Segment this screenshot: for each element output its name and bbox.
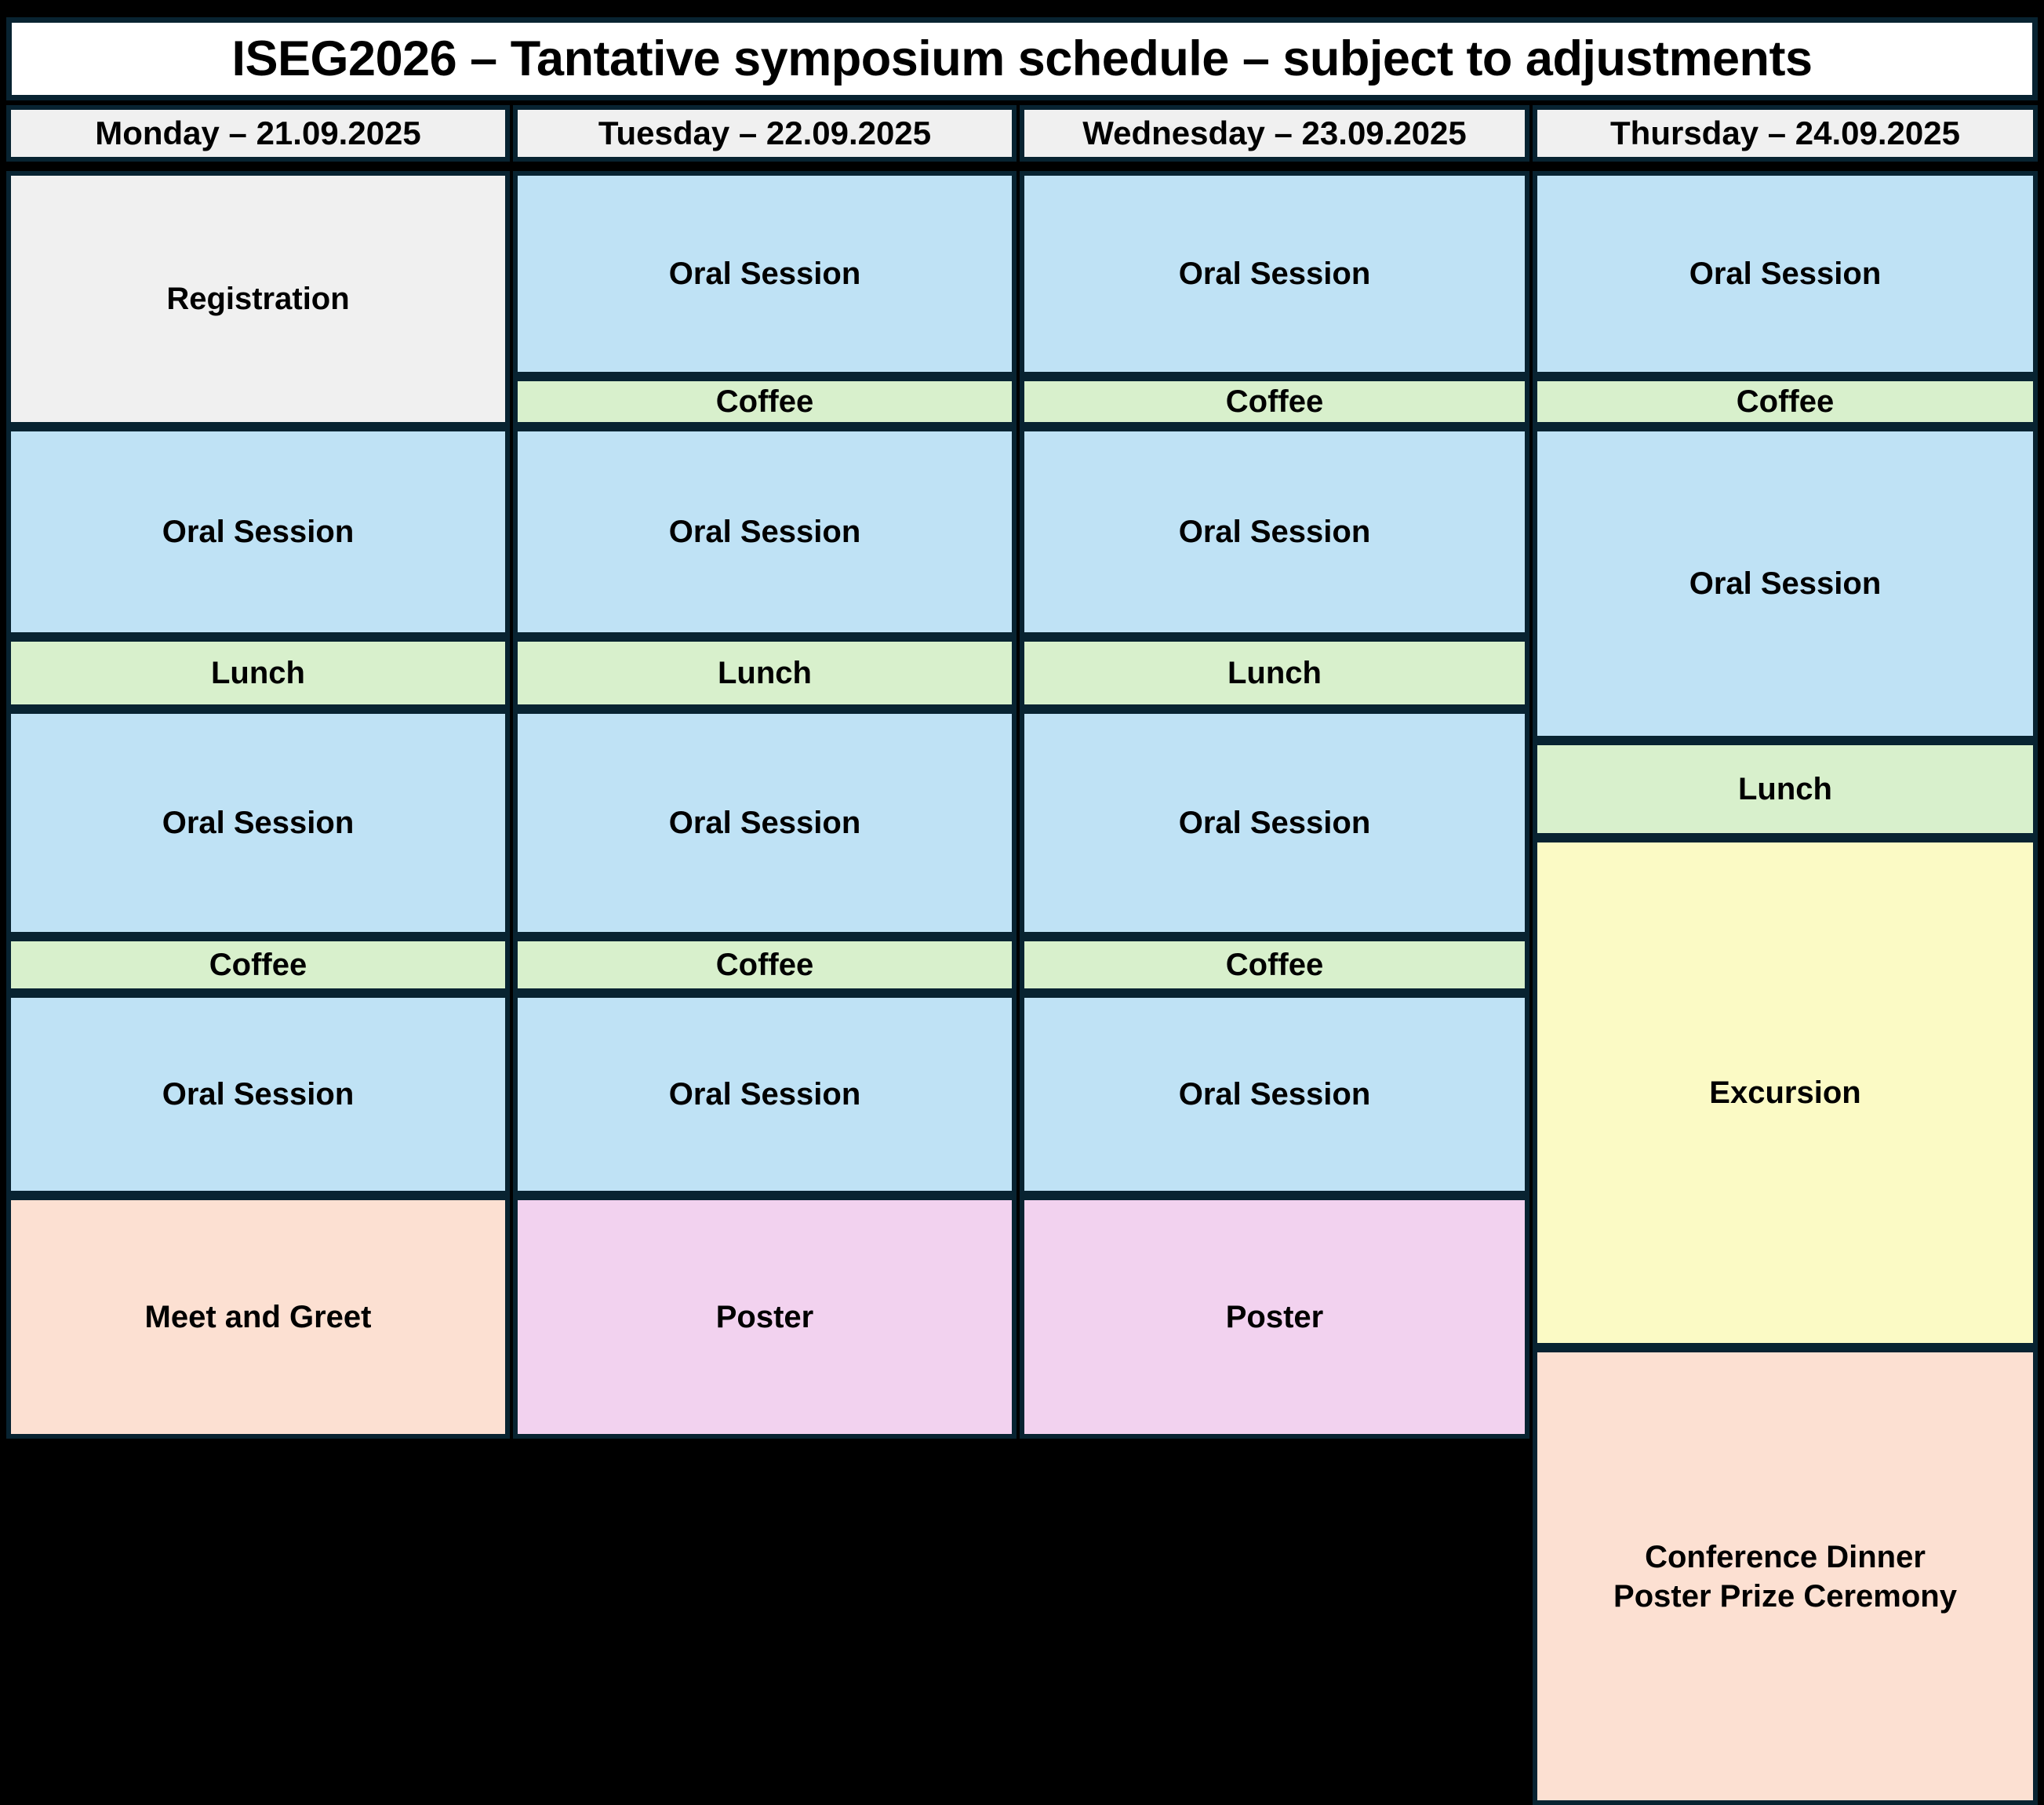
cell-label: Lunch — [211, 656, 305, 690]
cell-label: Excursion — [1709, 1075, 1861, 1110]
cell-label: Oral Session — [162, 515, 355, 549]
cell-label: Oral Session — [162, 806, 355, 840]
cell-label: Lunch — [718, 656, 812, 690]
cell-label: Oral Session — [668, 257, 861, 291]
schedule-cell-thursday-oral-1[interactable]: Oral Session — [1533, 171, 2038, 377]
schedule-cell-tuesday-coffee-1[interactable]: Coffee — [513, 377, 1017, 427]
schedule-cell-monday-oral-2[interactable]: Oral Session — [6, 709, 510, 937]
cell-label: Coffee — [715, 948, 814, 982]
schedule-cell-tuesday-poster[interactable]: Poster — [513, 1195, 1017, 1439]
schedule-cell-monday-lunch[interactable]: Lunch — [6, 637, 510, 709]
cell-label: Oral Session — [668, 806, 861, 840]
schedule-cell-monday-meet-and-greet[interactable]: Meet and Greet — [6, 1195, 510, 1439]
cell-label: Oral Session — [1178, 806, 1371, 840]
cell-label: Poster — [715, 1300, 814, 1334]
cell-label: Lunch — [1738, 772, 1832, 806]
day-header-label: Monday – 21.09.2025 — [95, 115, 421, 151]
cell-label: Oral Session — [668, 515, 861, 549]
cell-label: Coffee — [1736, 384, 1835, 419]
schedule-cell-wednesday-lunch[interactable]: Lunch — [1020, 637, 1529, 709]
cell-label: Oral Session — [1178, 1077, 1371, 1112]
cell-label: Oral Session — [162, 1077, 355, 1112]
cell-label: Lunch — [1227, 656, 1322, 690]
page-title: ISEG2026 – Tantative symposium schedule … — [231, 31, 1813, 86]
cell-label: Coffee — [209, 948, 307, 982]
cell-label: Meet and Greet — [144, 1300, 372, 1334]
day-header-thursday: Thursday – 24.09.2025 — [1533, 105, 2038, 162]
schedule-cell-thursday-coffee[interactable]: Coffee — [1533, 377, 2038, 427]
cell-label: Oral Session — [1178, 257, 1371, 291]
schedule-cell-wednesday-oral-4[interactable]: Oral Session — [1020, 993, 1529, 1195]
schedule-cell-tuesday-coffee-2[interactable]: Coffee — [513, 937, 1017, 993]
schedule-cell-wednesday-coffee-1[interactable]: Coffee — [1020, 377, 1529, 427]
schedule-cell-wednesday-oral-2[interactable]: Oral Session — [1020, 427, 1529, 637]
cell-label: Oral Session — [1689, 566, 1882, 601]
schedule-title-banner: ISEG2026 – Tantative symposium schedule … — [6, 17, 2038, 100]
day-header-wednesday: Wednesday – 23.09.2025 — [1020, 105, 1529, 162]
schedule-cell-monday-coffee[interactable]: Coffee — [6, 937, 510, 993]
schedule-cell-monday-registration[interactable]: Registration — [6, 171, 510, 427]
schedule-cell-tuesday-oral-1[interactable]: Oral Session — [513, 171, 1017, 377]
cell-label: Poster — [1225, 1300, 1324, 1334]
schedule-cell-wednesday-oral-1[interactable]: Oral Session — [1020, 171, 1529, 377]
cell-label: Oral Session — [1689, 257, 1882, 291]
schedule-cell-tuesday-oral-2[interactable]: Oral Session — [513, 427, 1017, 637]
schedule-cell-wednesday-poster[interactable]: Poster — [1020, 1195, 1529, 1439]
cell-label: Coffee — [715, 384, 814, 419]
schedule-cell-tuesday-lunch[interactable]: Lunch — [513, 637, 1017, 709]
cell-label: Registration — [166, 282, 350, 316]
schedule-cell-monday-oral-1[interactable]: Oral Session — [6, 427, 510, 637]
day-header-tuesday: Tuesday – 22.09.2025 — [513, 105, 1017, 162]
day-header-label: Thursday – 24.09.2025 — [1610, 115, 1960, 151]
schedule-cell-wednesday-oral-3[interactable]: Oral Session — [1020, 709, 1529, 937]
schedule-cell-thursday-oral-2[interactable]: Oral Session — [1533, 427, 2038, 741]
day-header-monday: Monday – 21.09.2025 — [6, 105, 510, 162]
cell-label: Oral Session — [1178, 515, 1371, 549]
cell-label: Oral Session — [668, 1077, 861, 1112]
day-header-label: Tuesday – 22.09.2025 — [598, 115, 932, 151]
day-header-label: Wednesday – 23.09.2025 — [1082, 115, 1467, 151]
cell-label: Conference Dinner Poster Prize Ceremony — [1613, 1539, 1957, 1614]
cell-label: Coffee — [1225, 384, 1324, 419]
schedule-cell-thursday-conference-dinner[interactable]: Conference Dinner Poster Prize Ceremony — [1533, 1348, 2038, 1805]
schedule-cell-monday-oral-3[interactable]: Oral Session — [6, 993, 510, 1195]
schedule-cell-thursday-lunch[interactable]: Lunch — [1533, 741, 2038, 838]
cell-label: Coffee — [1225, 948, 1324, 982]
schedule-cell-tuesday-oral-4[interactable]: Oral Session — [513, 993, 1017, 1195]
schedule-cell-wednesday-coffee-2[interactable]: Coffee — [1020, 937, 1529, 993]
schedule-cell-tuesday-oral-3[interactable]: Oral Session — [513, 709, 1017, 937]
schedule-cell-thursday-excursion[interactable]: Excursion — [1533, 838, 2038, 1348]
